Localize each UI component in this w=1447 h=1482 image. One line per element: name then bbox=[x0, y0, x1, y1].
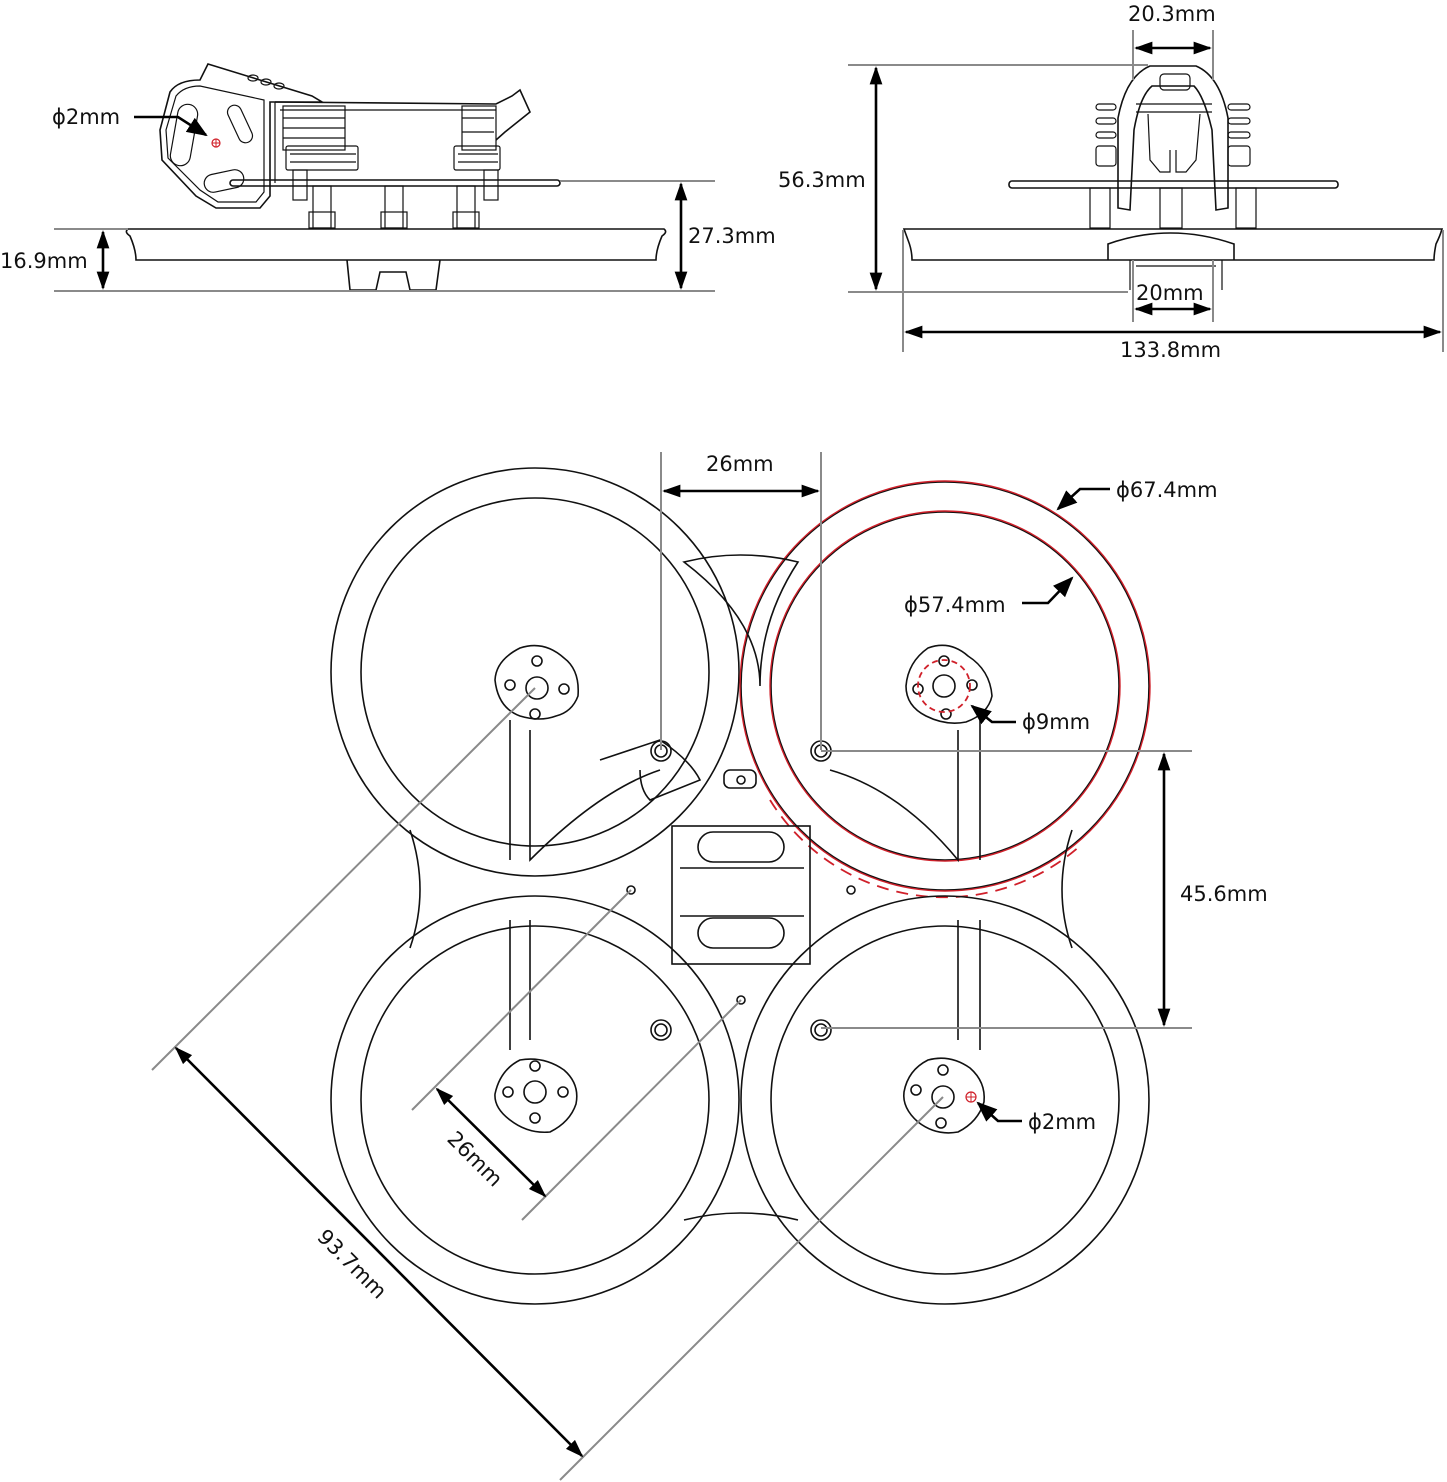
duct-top-left bbox=[330, 467, 740, 877]
motor-mount-bl bbox=[494, 1058, 578, 1134]
stack-spacing-label: 26mm bbox=[442, 1127, 507, 1192]
bridge-right bbox=[1061, 829, 1073, 949]
inner-diameter-label: ϕ57.4mm bbox=[904, 593, 1006, 617]
motor-mount-br bbox=[902, 1057, 986, 1134]
camera-cage bbox=[159, 63, 325, 209]
bridge-top bbox=[682, 554, 800, 687]
front-view: 20.3mm 56.3mm 20mm 133.8mm bbox=[778, 2, 1444, 362]
motor-mount-tr bbox=[905, 644, 993, 724]
duct-bottom-left bbox=[330, 895, 740, 1305]
main-plate bbox=[229, 179, 561, 187]
lower-standoffs bbox=[308, 185, 480, 229]
mount-hole-leader bbox=[976, 1101, 1022, 1123]
side-view: ϕ2mm 16.9mm 27.3mm bbox=[0, 63, 776, 292]
motor-pattern-circle bbox=[917, 659, 971, 713]
motor-mount-tl bbox=[494, 644, 580, 720]
top-view: 26mm ϕ67.4mm ϕ57.4mm ϕ9mm 45.6mm ϕ2mm 26… bbox=[151, 452, 1268, 1481]
outer-diameter-leader bbox=[1056, 487, 1110, 511]
motor-spacing-y-label: 45.6mm bbox=[1180, 882, 1268, 906]
standoff-stack bbox=[282, 105, 501, 201]
bridge-left bbox=[409, 829, 421, 949]
standoff-fins bbox=[1095, 103, 1251, 167]
camera-cage-front bbox=[1117, 65, 1229, 211]
bottom-width-label: 20mm bbox=[1136, 281, 1204, 305]
motor-spacing-x-label: 26mm bbox=[706, 452, 774, 476]
top-width-label: 20.3mm bbox=[1128, 2, 1216, 26]
motor-pattern-leader bbox=[970, 704, 1016, 725]
diagonal-label: 93.7mm bbox=[312, 1225, 391, 1304]
total-width-label: 133.8mm bbox=[1120, 338, 1221, 362]
diagonal-dimension bbox=[174, 1046, 584, 1458]
hole-leader bbox=[134, 115, 208, 137]
bridge-bottom bbox=[683, 1212, 799, 1221]
duct-height-label: 16.9mm bbox=[0, 249, 88, 273]
frame-arms bbox=[509, 720, 981, 1050]
inner-diameter-leader bbox=[1022, 576, 1074, 605]
main-plate-front bbox=[1008, 180, 1339, 189]
duct-top-right bbox=[739, 480, 1151, 899]
total-height-label: 27.3mm bbox=[688, 224, 776, 248]
duct-side bbox=[125, 228, 667, 261]
duct-front bbox=[902, 228, 1444, 261]
mount-hole-label: ϕ2mm bbox=[1028, 1110, 1096, 1134]
outer-diameter-label: ϕ67.4mm bbox=[1116, 478, 1218, 502]
duct-bottom-right bbox=[740, 895, 1150, 1305]
motor-pattern-label: ϕ9mm bbox=[1022, 710, 1090, 734]
front-height-label: 56.3mm bbox=[778, 168, 866, 192]
stack-spacing-dimension bbox=[435, 1087, 547, 1198]
center-body bbox=[626, 740, 856, 1041]
side-hole-label: ϕ2mm bbox=[52, 105, 120, 129]
